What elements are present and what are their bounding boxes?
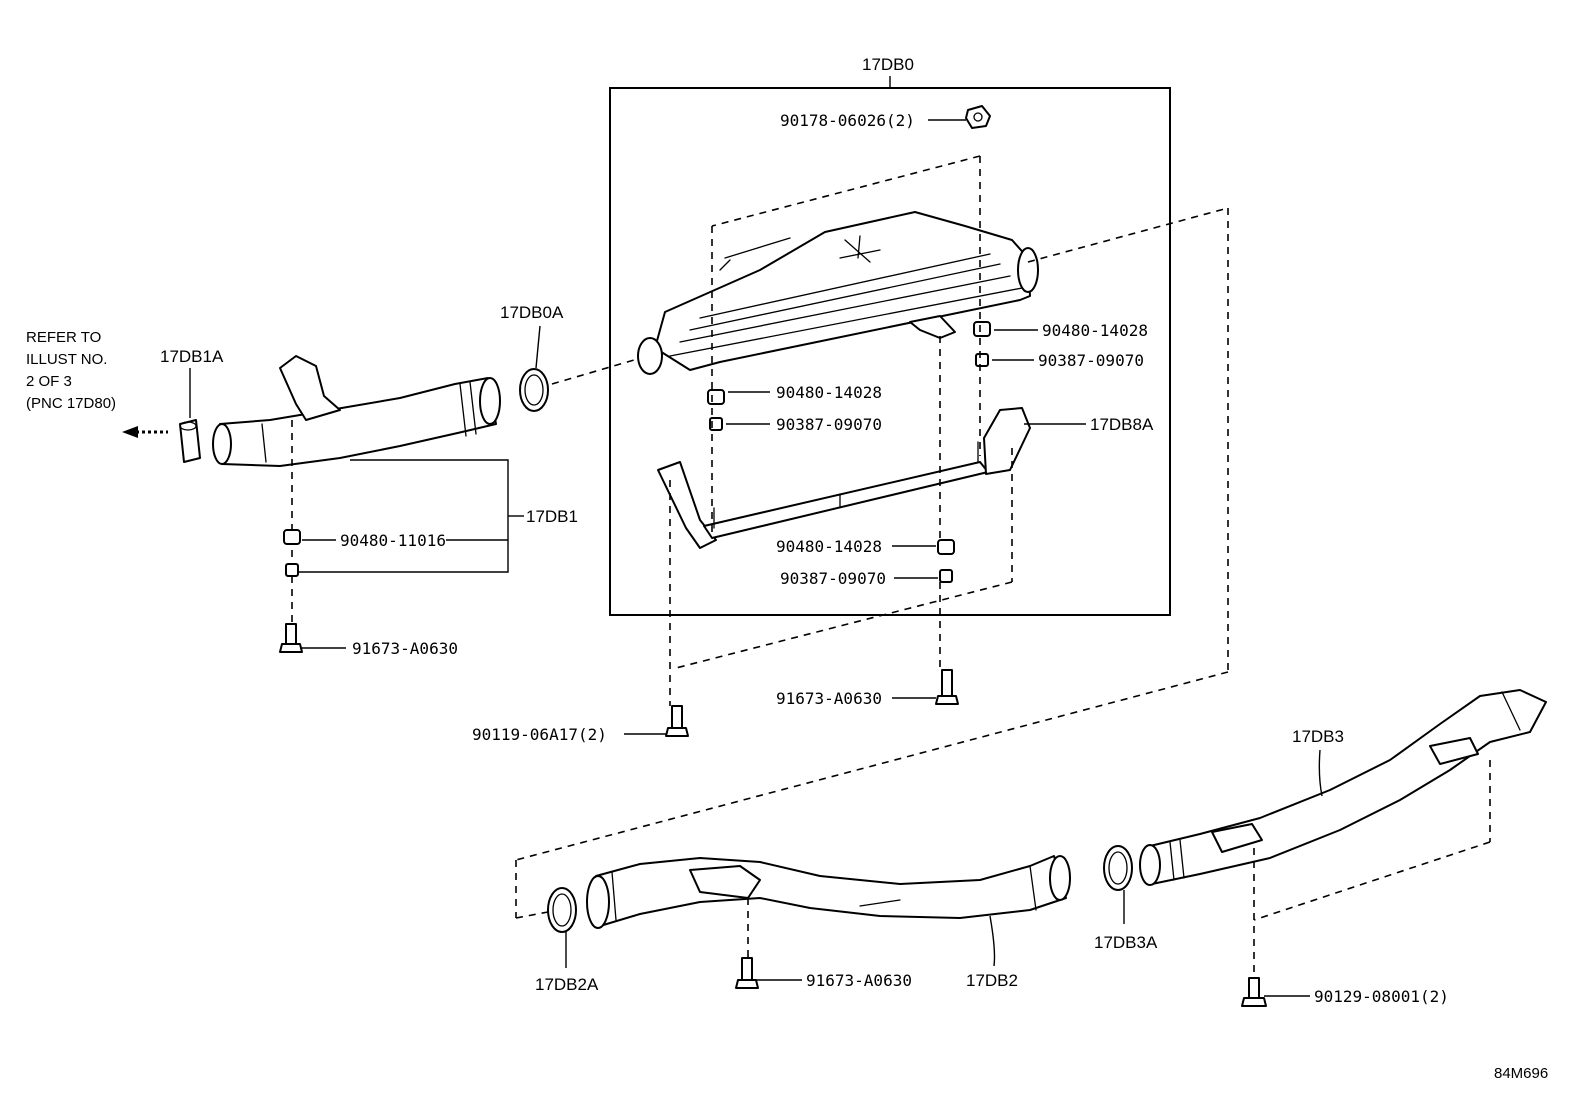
bolt-90119 [665,705,689,737]
bolt-91673-center [935,669,959,705]
callout-17db2: 17DB2 [966,971,1018,990]
part-label-91673-a0630-left: 91673-A0630 [352,639,458,658]
collar-right-lower [939,569,953,583]
leader-17db1-group [298,459,509,573]
leader-17db3 [1318,749,1323,797]
part-label-90480-14028-left: 90480-14028 [776,383,882,402]
grommet-right-upper [973,321,991,337]
collar-right-upper [975,353,989,367]
callout-17db0a: 17DB0A [500,303,564,322]
part-label-90480-14028-right: 90480-14028 [1042,321,1148,340]
hose-17db2 [586,855,1071,929]
refer-note-line-1: REFER TO [26,329,101,346]
part-label-90178-06026: 90178-06026(2) [780,111,915,130]
collar-17db1 [285,563,299,577]
callout-17db3a: 17DB3A [1094,933,1158,952]
leader-17db0a [535,325,541,369]
bolt-17db1 [279,623,303,653]
callout-17db0: 17DB0 [862,55,914,74]
refer-note-line-2: ILLUST NO. [26,351,107,368]
grommet-right-lower [937,539,955,555]
part-label-90387-09070-lower: 90387-09070 [780,569,886,588]
hose-17db3 [1139,689,1547,886]
leader-17db2 [989,915,996,967]
part-label-91673-a0630-center: 91673-A0630 [776,689,882,708]
part-label-90129-08001: 90129-08001(2) [1314,987,1449,1006]
part-label-90119-06a17: 90119-06A17(2) [472,725,607,744]
collar-left [709,417,723,431]
callout-17db3: 17DB3 [1292,727,1344,746]
callout-17db1a: 17DB1A [160,347,224,366]
callout-17db8a: 17DB8A [1090,415,1154,434]
callout-17db2a: 17DB2A [535,975,599,994]
part-label-90387-09070-right: 90387-09070 [1038,351,1144,370]
cap-17db1a [179,419,201,463]
part-label-90480-14028-lower: 90480-14028 [776,537,882,556]
clamp-17db0a [519,368,549,412]
nut-90178 [965,105,991,129]
refer-note-line-3: 2 OF 3 [26,373,72,390]
bracket-17db8a [657,407,1031,549]
part-label-90480-11016: 90480-11016 [340,531,446,550]
intercooler [637,211,1039,375]
clamp-17db3a [1103,845,1133,891]
grommet-90480-11016 [283,529,301,545]
refer-note-line-4: (PNC 17D80) [26,395,116,412]
clamp-17db2a [547,887,577,933]
part-label-91673-a0630-lower: 91673-A0630 [806,971,912,990]
illustration-code: 84M696 [1494,1065,1548,1082]
refer-arrow [122,426,168,438]
bolt-17db3 [1241,977,1267,1007]
part-label-90387-09070-left: 90387-09070 [776,415,882,434]
callout-17db1: 17DB1 [526,507,578,526]
hose-17db1 [212,355,501,467]
grommet-left [707,389,725,405]
bolt-17db2 [735,957,759,989]
